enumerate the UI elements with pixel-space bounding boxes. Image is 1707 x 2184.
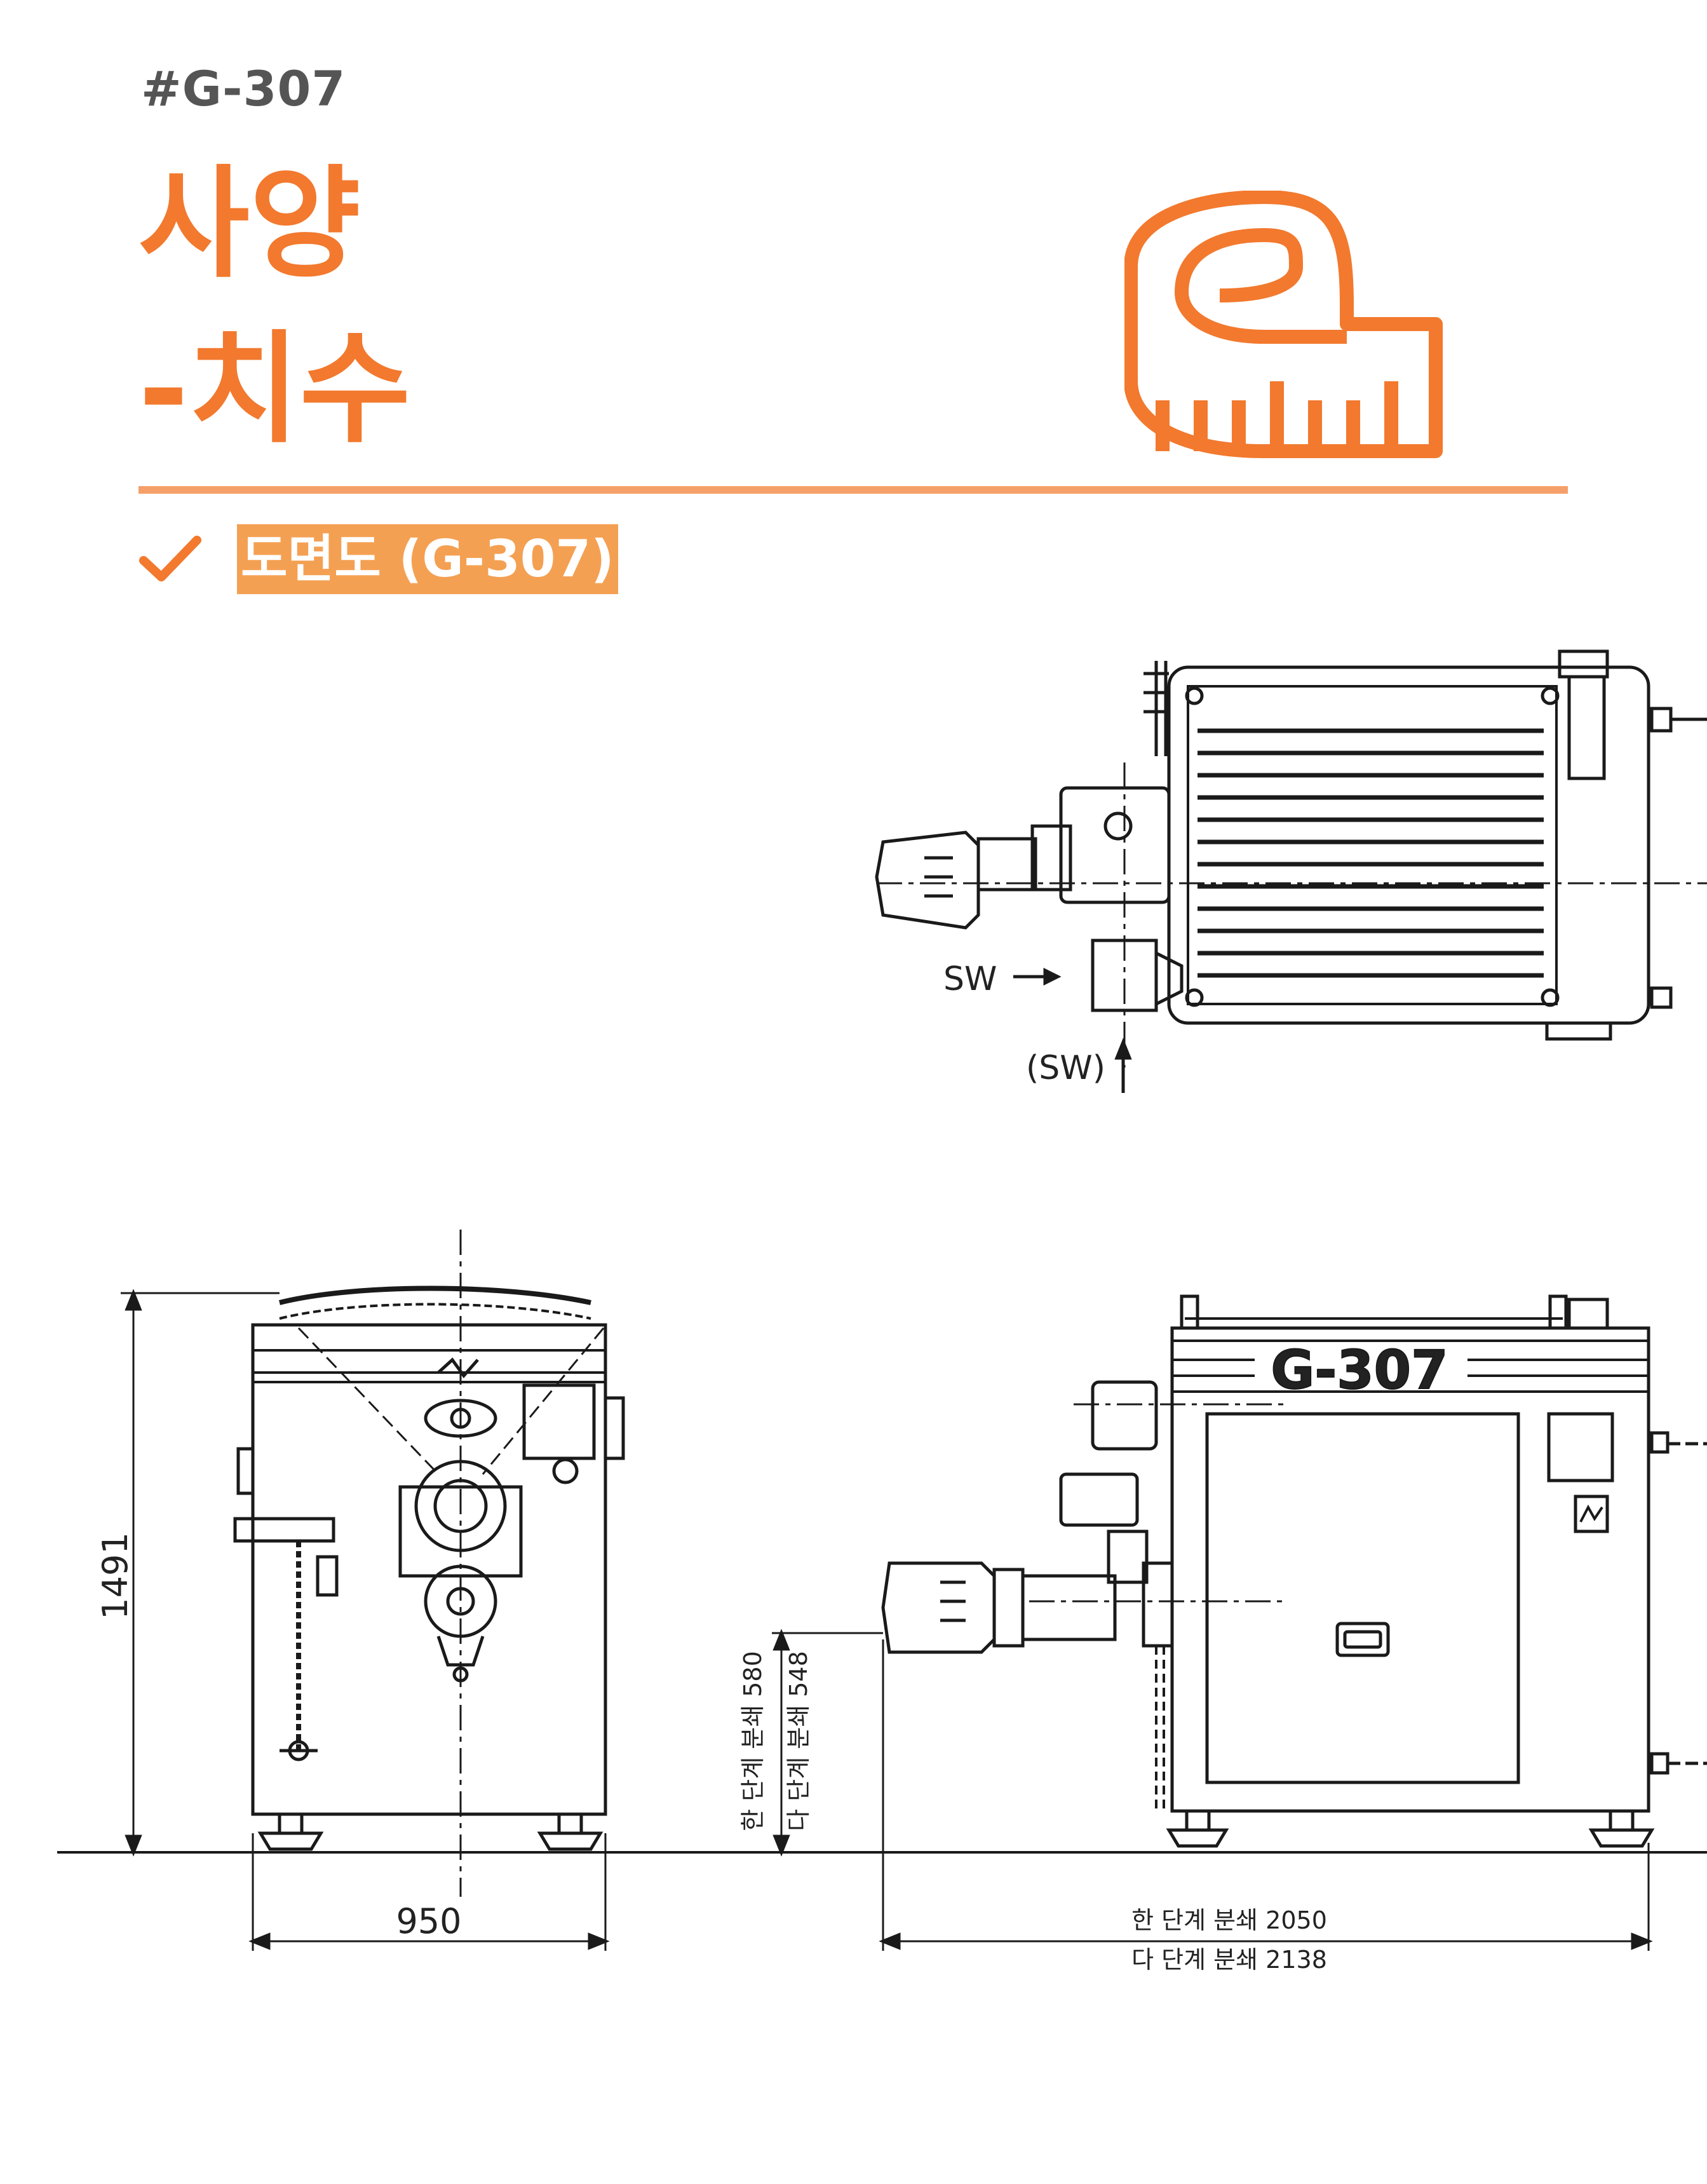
multi-stage-height-label: 다 단계 분쇄 548 — [785, 1651, 813, 1831]
multi-stage-length-label: 다 단계 분쇄 2138 — [1131, 1946, 1327, 1974]
model-tag: #G-307 — [141, 60, 346, 117]
sw-label: SW — [943, 960, 997, 998]
height-dimension: 1491 — [95, 1289, 280, 1857]
front-length-dimension: 한 단계 분쇄 2050 다 단계 분쇄 2138 — [879, 1639, 1653, 1974]
width-dimension: 950 — [248, 1833, 610, 1951]
page-title-spec: 사양 — [138, 154, 361, 294]
check-icon — [139, 536, 201, 581]
sw-paren-label: (SW) — [1026, 1049, 1105, 1087]
page-title-dimensions: -치수 — [138, 319, 411, 459]
front-height-dimension: 한 단계 분쇄 580 다 단계 분쇄 548 — [739, 1629, 883, 1857]
single-stage-length-label: 한 단계 분쇄 2050 — [1131, 1906, 1327, 1934]
measuring-tape-icon — [1124, 191, 1443, 458]
side-view-drawing — [233, 1230, 625, 1897]
nameplate-label: G-307 — [1271, 1339, 1448, 1401]
section-divider — [138, 486, 1568, 494]
single-stage-height-label: 한 단계 분쇄 580 — [739, 1651, 767, 1831]
top-view-drawing: SW (SW) — [875, 649, 1707, 1093]
width-dim-label: 950 — [396, 1901, 461, 1941]
height-dim-label: 1491 — [95, 1532, 135, 1619]
front-view-drawing: G-307 — [881, 1294, 1707, 1848]
section-label: 도면도 (G-307) — [237, 524, 618, 594]
